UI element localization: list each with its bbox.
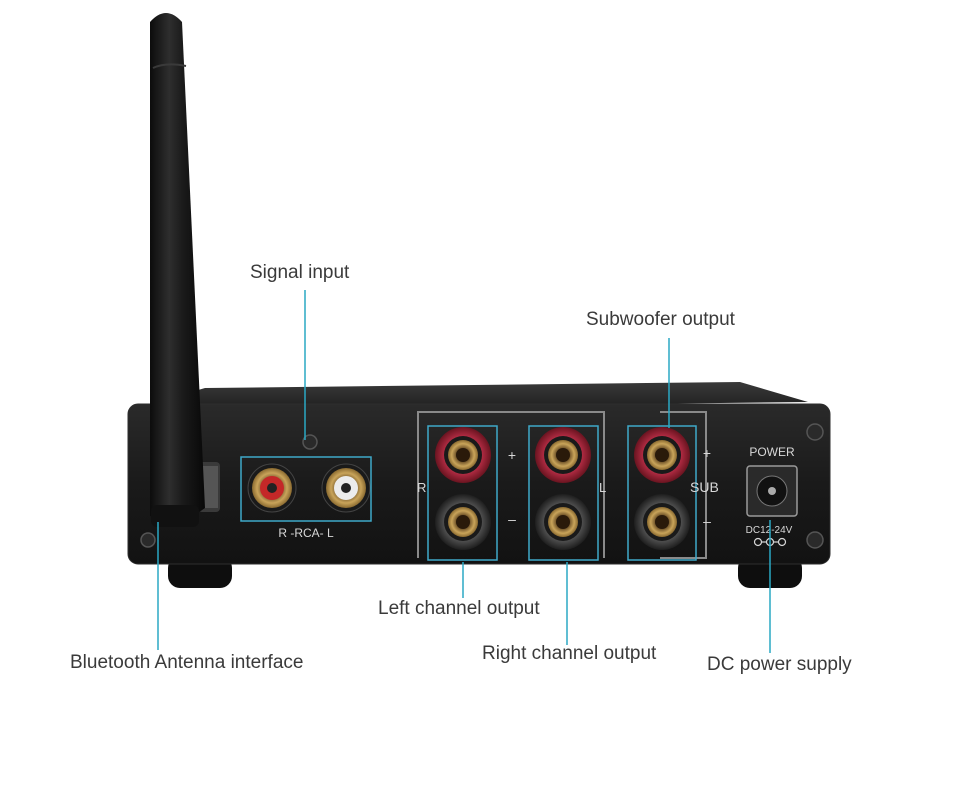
right-channel-highlight-box: [528, 425, 599, 561]
sub-plus-label: +: [703, 445, 711, 461]
subwoofer-highlight-box: [627, 425, 697, 561]
rca-label: R -RCA- L: [278, 526, 334, 540]
bluetooth-antenna: [150, 13, 205, 527]
binding-posts: [435, 427, 690, 550]
rca-inputs: [247, 463, 371, 513]
right-channel-output-callout: Right channel output: [482, 643, 657, 664]
dc-jack: [746, 465, 798, 517]
sub-minus-label: –: [703, 513, 711, 529]
power-label: POWER: [749, 445, 795, 459]
plus-center-label: +: [508, 447, 516, 463]
speaker-bracket: [417, 411, 605, 558]
dc-power-supply-callout: DC power supply: [707, 654, 852, 675]
sub-label: SUB: [690, 479, 719, 495]
panel-screws: [140, 423, 824, 549]
dc-rating-label: DC12-24V: [746, 525, 793, 536]
bluetooth-antenna-callout: Bluetooth Antenna interface: [70, 652, 304, 673]
sub-bracket: [660, 411, 707, 559]
left-channel-highlight-box: [427, 425, 498, 561]
l-label: L: [599, 480, 606, 495]
signal-input-callout: Signal input: [250, 262, 350, 283]
rca-highlight-box: [240, 456, 372, 522]
subwoofer-output-callout: Subwoofer output: [586, 309, 735, 330]
r-label: R: [417, 480, 426, 495]
minus-center-label: –: [508, 511, 516, 527]
chassis-top: [130, 382, 808, 410]
left-channel-output-callout: Left channel output: [378, 598, 540, 619]
